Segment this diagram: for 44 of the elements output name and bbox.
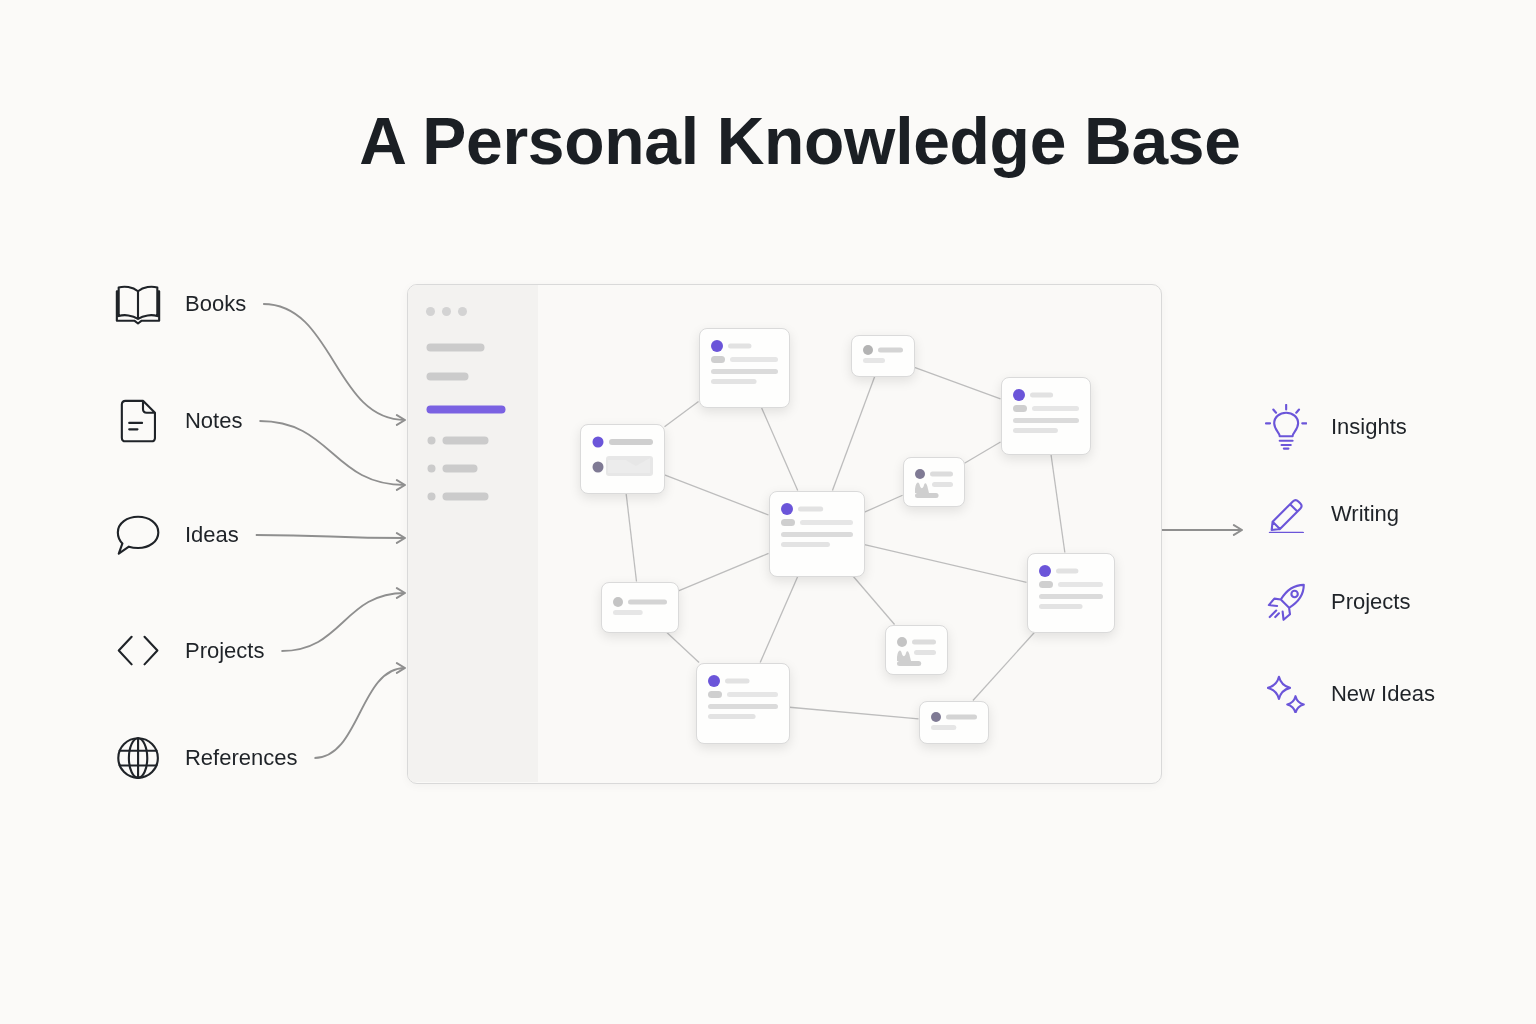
note-card: [1026, 552, 1115, 633]
link-line: [972, 631, 1035, 702]
app-window: [407, 284, 1162, 784]
source-label: Ideas: [184, 521, 239, 549]
link-line: [760, 406, 799, 492]
note-card: [918, 700, 989, 744]
link-line: [963, 441, 1002, 464]
note-card: [600, 581, 679, 633]
link-line: [1050, 453, 1066, 554]
link-line: [666, 631, 700, 664]
link-line: [913, 366, 1002, 400]
source-label: Notes: [185, 407, 243, 435]
link-line: [788, 706, 920, 720]
note-card: [902, 456, 965, 507]
link-line: [625, 492, 638, 583]
output-label: New Ideas: [1330, 680, 1435, 708]
output-label: Projects: [1330, 588, 1411, 616]
title: A Personal Knowledge Base: [358, 103, 1242, 180]
link-line: [663, 474, 770, 516]
source-label: References: [184, 744, 298, 772]
output-label: Writing: [1331, 500, 1400, 528]
arrow: [258, 420, 406, 491]
arrow: [313, 663, 406, 759]
arrow: [262, 303, 406, 425]
note-card: [698, 327, 790, 408]
link-line: [863, 544, 1028, 583]
link-line: [852, 575, 896, 626]
note-card: [579, 423, 665, 494]
note-card: [768, 490, 865, 577]
note-card: [884, 624, 948, 675]
note-card: [1000, 376, 1091, 455]
link-line: [759, 575, 799, 664]
note-card: [850, 334, 915, 377]
source-label: Projects: [184, 637, 265, 665]
output-label: Insights: [1330, 413, 1407, 441]
link-line: [663, 400, 700, 428]
arrow: [254, 532, 406, 544]
arrow: [1161, 524, 1243, 536]
note-card: [695, 662, 790, 744]
link-line: [677, 552, 770, 592]
link-line: [831, 375, 876, 492]
arrow: [280, 587, 406, 652]
source-label: Books: [185, 290, 247, 318]
link-line: [863, 494, 904, 513]
